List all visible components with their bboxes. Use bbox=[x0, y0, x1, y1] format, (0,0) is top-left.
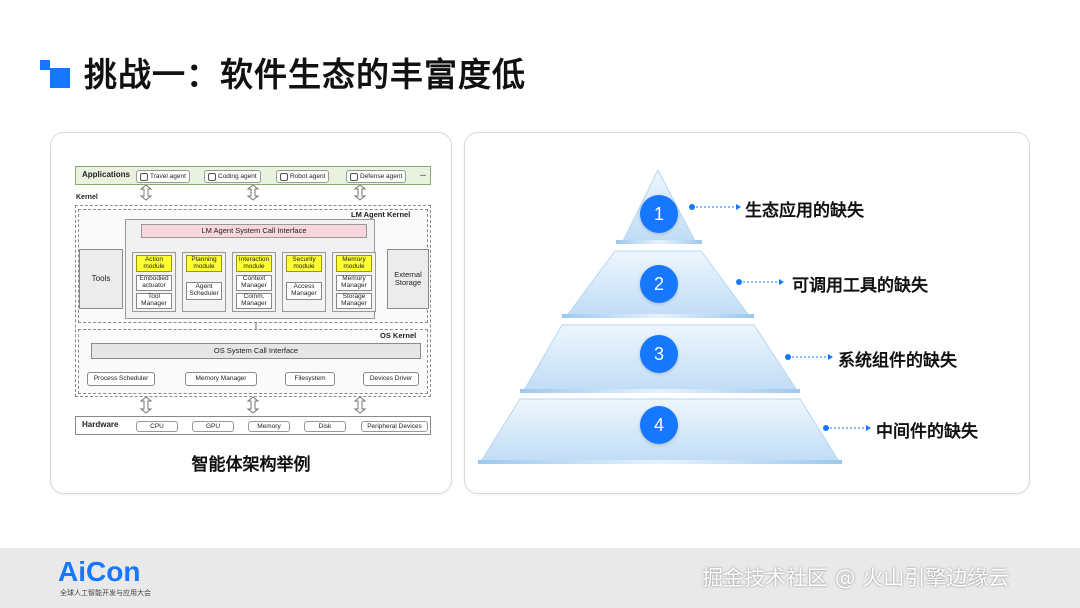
interaction-module-column: Interaction module Context Manager Comm.… bbox=[232, 252, 276, 312]
app-kernel-arrow bbox=[353, 184, 367, 201]
action-module: Action module bbox=[136, 255, 172, 272]
app-label: Defense agent bbox=[360, 172, 403, 180]
hw-memory: Memory bbox=[248, 421, 290, 432]
defense-agent-icon bbox=[350, 172, 358, 181]
agent-scheduler: Agent Scheduler bbox=[186, 282, 222, 300]
security-module-column: Security module Access Manager bbox=[282, 252, 326, 312]
coding-agent-icon bbox=[208, 172, 216, 181]
security-module: Security module bbox=[286, 255, 322, 272]
level-label-3: 系统组件的缺失 bbox=[838, 351, 957, 371]
os-kernel-label: OS Kernel bbox=[380, 331, 417, 340]
app-kernel-arrow bbox=[246, 184, 260, 201]
os-memory-manager: Memory Manager bbox=[185, 372, 257, 386]
watermark-text: 掘金技术社区 @ 火山引擎边缘云 bbox=[702, 566, 1010, 590]
title-bullet-icon bbox=[38, 54, 74, 90]
level-badge-2: 2 bbox=[640, 265, 678, 303]
title-text: 挑战一：软件生态的丰富度低 bbox=[84, 55, 526, 94]
level-label-4: 中间件的缺失 bbox=[876, 422, 978, 442]
filesystem: Filesystem bbox=[285, 372, 335, 386]
devices-driver: Devices Driver bbox=[363, 372, 419, 386]
hw-disk: Disk bbox=[304, 421, 346, 432]
memory-module: Memory module bbox=[336, 255, 372, 272]
app-label: Travel agent bbox=[150, 172, 186, 180]
applications-label: Applications bbox=[82, 170, 131, 179]
app-chip-coding: Coding agent bbox=[204, 170, 261, 183]
embodied-actuator: Embodied actuator bbox=[136, 275, 172, 291]
architecture-diagram: Applications Travel agent Coding agent R… bbox=[75, 163, 433, 438]
tool-manager: Tool Manager bbox=[136, 293, 172, 309]
memory-manager: Memory Manager bbox=[336, 275, 372, 291]
context-manager: Context Manager bbox=[236, 275, 272, 291]
storage-manager: Storage Manager bbox=[336, 293, 372, 309]
interaction-module: Interaction module bbox=[236, 255, 272, 272]
hw-gpu: GPU bbox=[192, 421, 234, 432]
slide-title: 挑战一：软件生态的丰富度低 bbox=[38, 50, 526, 94]
hw-cpu: CPU bbox=[136, 421, 178, 432]
app-chip-travel: Travel agent bbox=[136, 170, 190, 183]
lm-kernel-label: LM Agent Kernel bbox=[351, 210, 411, 219]
footer-bar bbox=[0, 548, 1080, 608]
process-scheduler: Process Scheduler bbox=[87, 372, 155, 386]
action-module-column: Action module Embodied actuator Tool Man… bbox=[132, 252, 176, 312]
app-chip-robot: Robot agent bbox=[276, 170, 330, 183]
memory-module-column: Memory module Memory Manager Storage Man… bbox=[332, 252, 376, 312]
aicon-logo-subtitle: 全球人工智能开发与应用大会 bbox=[60, 589, 151, 597]
architecture-caption: 智能体架构举例 bbox=[191, 455, 311, 475]
hardware-bar: Hardware CPU GPU Memory Disk Peripheral … bbox=[75, 416, 431, 435]
hardware-label: Hardware bbox=[82, 420, 119, 429]
kernel-hw-arrow bbox=[246, 396, 260, 414]
kernel-frame bbox=[75, 205, 431, 397]
app-kernel-arrow bbox=[139, 184, 153, 201]
external-storage-box: External Storage bbox=[387, 249, 429, 309]
level-badge-1: 1 bbox=[640, 195, 678, 233]
planning-module: Planning module bbox=[186, 255, 222, 272]
level-badge-4: 4 bbox=[640, 406, 678, 444]
aicon-logo: AiCon bbox=[58, 556, 141, 587]
app-label: Robot agent bbox=[290, 172, 326, 180]
planning-module-column: Planning module Agent Scheduler bbox=[182, 252, 226, 312]
os-syscall-interface: OS System Call Interface bbox=[91, 343, 421, 359]
tools-box: Tools bbox=[79, 249, 123, 309]
apps-more: ... bbox=[420, 171, 426, 178]
level-label-2: 可调用工具的缺失 bbox=[792, 276, 928, 296]
level-label-1: 生态应用的缺失 bbox=[745, 201, 864, 221]
kernel-label: Kernel bbox=[76, 194, 98, 201]
applications-bar: Applications Travel agent Coding agent R… bbox=[75, 166, 431, 185]
robot-agent-icon bbox=[280, 172, 288, 181]
comm-manager: Comm. Manager bbox=[236, 293, 272, 309]
hw-peripheral-devices: Peripheral Devices bbox=[361, 421, 428, 432]
level-badge-3: 3 bbox=[640, 335, 678, 373]
travel-agent-icon bbox=[140, 172, 148, 181]
kernel-hw-arrow bbox=[139, 396, 153, 414]
kernel-hw-arrow bbox=[353, 396, 367, 414]
access-manager: Access Manager bbox=[286, 282, 322, 300]
app-chip-defense: Defense agent bbox=[346, 170, 407, 183]
app-label: Coding agent bbox=[218, 172, 257, 180]
lm-syscall-interface: LM Agent System Call Interface bbox=[141, 224, 367, 238]
